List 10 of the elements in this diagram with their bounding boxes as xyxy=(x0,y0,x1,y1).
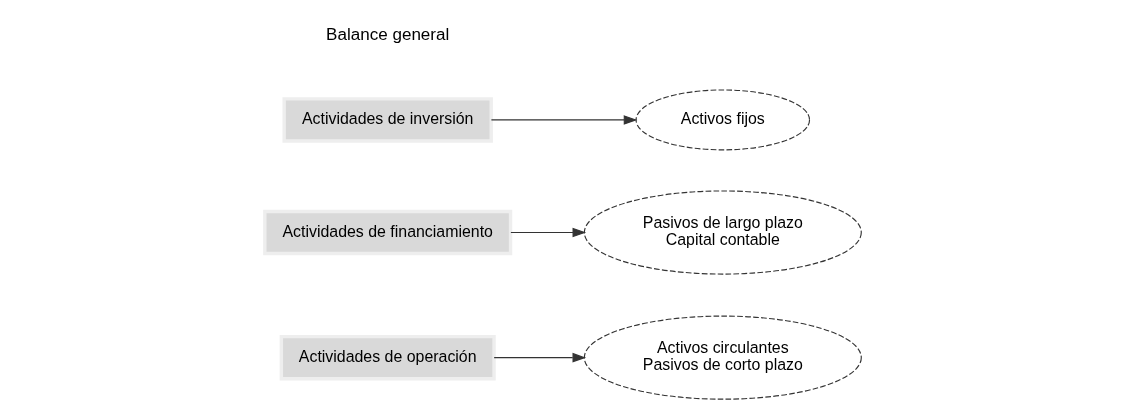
node-box: Actividades de inversión xyxy=(282,96,493,143)
node-box: Actividades de operación xyxy=(279,334,496,380)
arrow xyxy=(493,352,586,362)
node-ellipse: Activos fijos xyxy=(635,88,810,150)
node-ellipse: Pasivos de largo plazo Capital contable xyxy=(583,189,862,275)
arrow xyxy=(509,227,586,237)
label: Balance general xyxy=(325,24,449,44)
node-ellipse: Activos circulantes Pasivos de corto plazo xyxy=(583,315,862,400)
node-box: Actividades de financiamiento xyxy=(262,209,512,255)
arrow xyxy=(490,114,637,125)
